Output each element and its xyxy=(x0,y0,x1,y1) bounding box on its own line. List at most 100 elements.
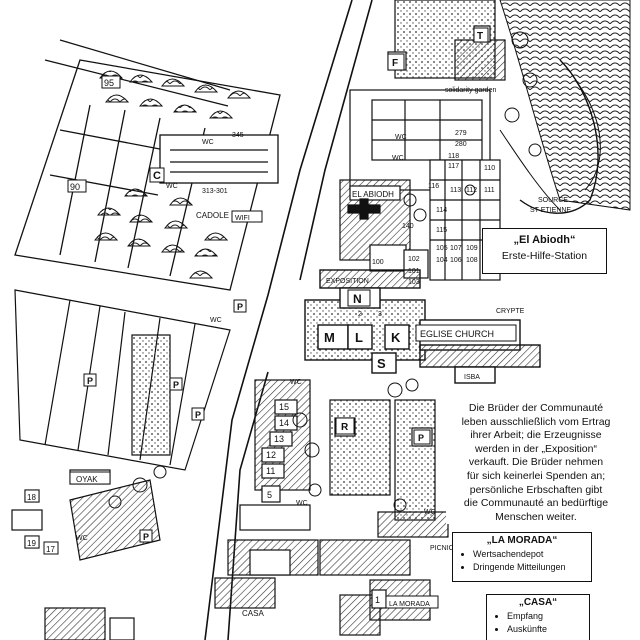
block-label-95: 95 xyxy=(104,78,114,88)
la-morada-list: Wertsachendepot Dringende Mitteilungen xyxy=(459,548,585,574)
number-107: 107 xyxy=(450,245,462,252)
wc-label-2: WC xyxy=(166,183,178,190)
isba-label: ISBA xyxy=(464,374,480,381)
solidarity-garden-label: solidarity garden xyxy=(445,87,496,94)
oyak-label: OYAK xyxy=(76,475,98,484)
number-345: 345 xyxy=(232,132,244,139)
info-line: ihrer Arbeit; die Erzeugnisse xyxy=(470,429,602,442)
building-marker-k: K xyxy=(391,330,401,345)
parking-strips xyxy=(14,289,231,471)
f-marker: F xyxy=(392,58,398,69)
info-line: Die Brüder der Communauté xyxy=(468,402,604,414)
el-abiodh-label: EL ABIODH xyxy=(352,190,394,199)
block-label-90: 90 xyxy=(70,182,80,192)
casa-label: CASA xyxy=(242,609,264,618)
parking-marker-2: P xyxy=(87,376,93,386)
wc-label-6: WC xyxy=(290,379,302,386)
number-106: 106 xyxy=(450,257,462,264)
garden-right xyxy=(499,0,631,214)
number-105: 105 xyxy=(436,245,448,252)
c-marker: C xyxy=(153,170,161,182)
number-114: 114 xyxy=(436,207,447,214)
building-marker-s: S xyxy=(377,356,386,371)
number-18: 18 xyxy=(27,493,36,502)
number-109: 109 xyxy=(466,245,478,252)
el-abiodh-subtitle: Erste-Hilfe-Station xyxy=(501,250,588,262)
casa-item: Empfang xyxy=(507,610,583,623)
la-morada-title: „LA MORADA“ xyxy=(486,535,558,546)
map-labels: 95 90 C WC WC 313-301 345 CADOLE WIFI WC… xyxy=(24,27,571,618)
cadole-label: CADOLE xyxy=(196,211,229,220)
casa-list: Empfang Auskünfte xyxy=(493,610,583,636)
crypte-label: CRYPTE xyxy=(496,308,525,315)
wc-label-1: WC xyxy=(202,139,214,146)
casa-item: Auskünfte xyxy=(507,623,583,636)
number-117: 117 xyxy=(448,163,459,170)
number-280: 280 xyxy=(455,141,467,148)
la-morada-item: Wertsachendepot xyxy=(473,548,585,561)
parking-marker-3: P xyxy=(173,380,179,390)
parking-marker-6: P xyxy=(143,532,149,542)
number-103: 103 xyxy=(408,279,420,286)
parking-marker-5: P xyxy=(418,433,424,443)
number-113: 113 xyxy=(450,187,461,194)
number-11: 11 xyxy=(266,466,275,476)
el-abiodh-panel: „El Abiodh“ Erste-Hilfe-Station xyxy=(482,228,607,274)
eglise-church-label: EGLISE CHURCH xyxy=(420,329,494,339)
number-13: 13 xyxy=(274,434,284,444)
camping-area-west xyxy=(14,59,281,291)
number-313: 313-301 xyxy=(202,188,228,195)
wc-label-7: WC xyxy=(296,500,308,507)
number-19: 19 xyxy=(27,539,36,548)
info-line: werden in der „Exposition“ xyxy=(475,442,597,455)
wifi-label: WIFI xyxy=(235,215,250,222)
exposition-label: EXPOSITION xyxy=(326,278,369,285)
number-14: 14 xyxy=(279,418,289,428)
number-118: 118 xyxy=(448,153,459,160)
casa-panel: „CASA“ Empfang Auskünfte xyxy=(486,594,590,640)
number-111: 111 xyxy=(484,187,495,194)
number-115: 115 xyxy=(436,227,447,234)
info-line: leben ausschließlich vom Ertrag xyxy=(461,415,611,428)
number-15: 15 xyxy=(279,402,289,412)
wc-label-8: WC xyxy=(424,509,436,516)
communaute-info-text: Die Brüder der Communauté leben ausschli… xyxy=(446,402,626,525)
wc-label-5: WC xyxy=(392,155,404,162)
building-marker-l: L xyxy=(355,330,363,345)
number-12: 12 xyxy=(266,450,276,460)
info-line: Menschen weiter. xyxy=(495,510,577,523)
trees xyxy=(108,184,476,512)
number-116: 116 xyxy=(428,183,439,190)
number-108: 108 xyxy=(466,257,478,264)
el-abiodh-title: „El Abiodh“ xyxy=(513,234,576,246)
number-101: 101 xyxy=(408,268,420,275)
parking-marker-4: P xyxy=(195,410,201,420)
casa-title: „CASA“ xyxy=(518,597,558,608)
picnics-label: PICNICS xyxy=(430,545,459,552)
building-marker-r: R xyxy=(341,422,349,433)
t-marker: T xyxy=(477,31,483,42)
tent-pitches xyxy=(94,70,252,279)
number-112: 112 xyxy=(466,187,477,194)
wc-label-9: WC xyxy=(76,535,88,542)
la-morada-panel: „LA MORADA“ Wertsachendepot Dringende Mi… xyxy=(452,532,592,582)
la-morada-item: Dringende Mitteilungen xyxy=(473,561,585,574)
number-102: 102 xyxy=(408,256,420,263)
building-marker-n: N xyxy=(353,292,362,306)
info-line: für sich keinerlei Spenden an; xyxy=(466,469,606,482)
source-label: SOURCE xyxy=(538,197,568,204)
number-279: 279 xyxy=(455,130,467,137)
building-marker-m: M xyxy=(324,330,335,345)
wc-label-4: WC xyxy=(395,134,407,141)
number-104: 104 xyxy=(436,257,448,264)
parking-marker-1: P xyxy=(237,302,243,312)
number-17: 17 xyxy=(46,545,55,554)
wc-label-3: WC xyxy=(210,317,222,324)
number-110: 110 xyxy=(484,165,495,172)
number-100: 100 xyxy=(372,259,384,266)
info-line: persönliche Erbschaften gibt xyxy=(469,483,603,496)
number-5: 5 xyxy=(267,490,272,500)
number-3: 3 xyxy=(378,311,382,318)
info-line: die Communauté an bedürftige xyxy=(463,497,609,510)
